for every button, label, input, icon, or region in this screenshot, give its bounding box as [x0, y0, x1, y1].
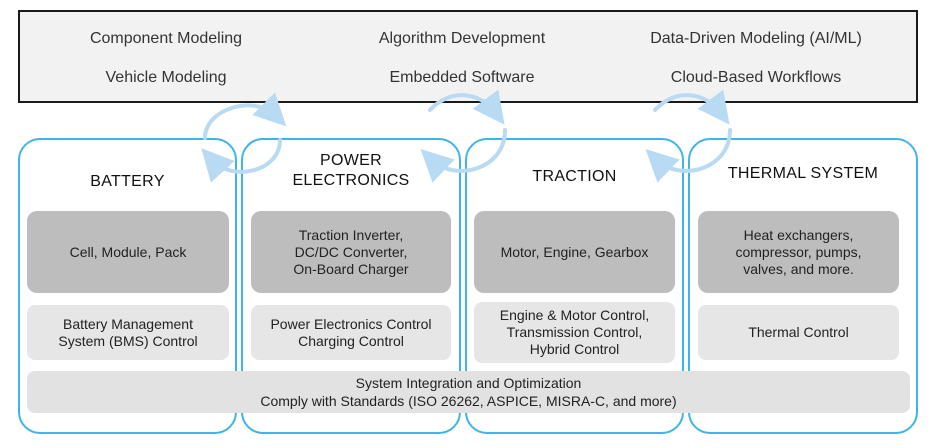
column-title-thermal-system: THERMAL SYSTEM: [727, 165, 879, 182]
column-title-battery: BATTERY: [90, 173, 165, 190]
capability-component-modeling: Component Modeling: [89, 30, 243, 47]
column-battery: BATTERY: [18, 138, 237, 434]
column-title-traction: TRACTION: [532, 168, 617, 185]
battery-components-box: Cell, Module, Pack: [27, 211, 229, 293]
capability-embedded-software: Embedded Software: [389, 69, 535, 86]
capability-algorithm-development: Algorithm Development: [378, 30, 546, 47]
column-title-power-electronics: POWER ELECTRONICS: [292, 152, 410, 189]
thermal-control-box: Thermal Control: [698, 305, 899, 360]
column-thermal-system: THERMAL SYSTEM: [688, 138, 918, 434]
integration-bar: System Integration and Optimization Comp…: [27, 371, 910, 413]
capability-vehicle-modeling: Vehicle Modeling: [105, 69, 227, 86]
column-traction: TRACTION: [465, 138, 684, 434]
capability-data-driven-modeling: Data-Driven Modeling (AI/ML): [650, 30, 862, 47]
power-electronics-control-box: Power Electronics Control Charging Contr…: [251, 305, 451, 360]
battery-control-box: Battery Management System (BMS) Control: [27, 305, 229, 360]
capability-cloud-workflows: Cloud-Based Workflows: [670, 69, 842, 86]
traction-control-box: Engine & Motor Control, Transmission Con…: [474, 302, 675, 363]
capabilities-box: [18, 10, 918, 103]
integration-line-1: System Integration and Optimization: [355, 375, 582, 391]
power-electronics-components-box: Traction Inverter, DC/DC Converter, On-B…: [251, 211, 451, 293]
cycle-arrow-1-upper-icon: [203, 92, 287, 140]
thermal-components-box: Heat exchangers, compressor, pumps, valv…: [698, 211, 899, 293]
traction-components-box: Motor, Engine, Gearbox: [474, 211, 675, 293]
integration-line-2: Comply with Standards (ISO 26262, ASPICE…: [260, 393, 677, 409]
column-power-electronics: POWER ELECTRONICS: [241, 138, 461, 434]
